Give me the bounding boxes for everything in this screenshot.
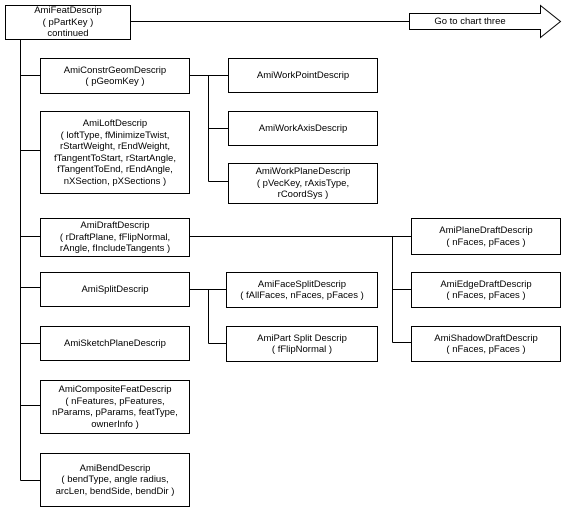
node-edgedraft: AmiEdgeDraftDescrip ( nFaces, pFaces ) xyxy=(411,272,561,308)
node-title: AmiWorkPlaneDescrip xyxy=(255,166,351,178)
node-param: fTangentToEnd, rEndAngle, xyxy=(57,164,173,175)
node-bend: AmiBendDescrip ( bendType, angle radius,… xyxy=(40,453,190,507)
node-constrgeom: AmiConstrGeomDescrip ( pGeomKey ) xyxy=(40,58,190,94)
node-title: AmiDraftDescrip xyxy=(80,220,150,232)
node-param: rCoordSys ) xyxy=(277,189,329,201)
node-split: AmiSplitDescrip xyxy=(40,272,190,307)
node-shadowdraft: AmiShadowDraftDescrip ( nFaces, pFaces ) xyxy=(411,326,561,362)
node-param: ( rDraftPlane, fFlipNormal, xyxy=(59,231,171,243)
node-param: arcLen, bendSide, bendDir ) xyxy=(55,485,175,497)
node-composite: AmiCompositeFeatDescrip ( nFeatures, pFe… xyxy=(40,380,190,434)
node-title: AmiSketchPlaneDescrip xyxy=(64,337,166,349)
node-param: rStartWeight, rEndWeight, xyxy=(59,141,170,152)
node-param: rAngle, fIncludeTangents ) xyxy=(59,243,171,255)
node-param: ( bendType, angle radius, xyxy=(61,474,169,486)
node-param: continued xyxy=(47,28,89,40)
node-facesplit: AmiFaceSplitDescrip ( fAllFaces, nFaces,… xyxy=(226,272,378,308)
node-param: ownerInfo ) xyxy=(91,418,139,430)
node-title: AmiWorkPointDescrip xyxy=(256,69,350,81)
node-title: AmiFaceSplitDescrip xyxy=(257,278,347,290)
node-param: fTangentToStart, rStartAngle, xyxy=(54,152,176,164)
node-title: AmiEdgeDraftDescrip xyxy=(440,278,532,290)
node-partsplit: AmiPart Split Descrip ( fFlipNormal ) xyxy=(226,326,378,362)
node-title: AmiPart Split Descrip xyxy=(257,332,347,344)
node-title: AmiConstrGeomDescrip xyxy=(63,64,167,76)
node-title: AmiWorkAxisDescrip xyxy=(258,122,348,134)
goto-arrow-shape xyxy=(409,4,562,39)
node-sketchplane: AmiSketchPlaneDescrip xyxy=(40,326,190,361)
node-param: ( nFeatures, pFeatures, xyxy=(65,395,165,407)
node-param: ( fAllFaces, nFaces, pFaces ) xyxy=(240,290,364,301)
node-param: ( pVecKey, rAxisType, xyxy=(256,177,350,189)
node-planedraft: AmiPlaneDraftDescrip ( nFaces, pFaces ) xyxy=(411,218,561,255)
node-param: ( nFaces, pFaces ) xyxy=(446,236,526,248)
node-title: AmiBendDescrip xyxy=(79,462,151,474)
node-title: AmiFeatDescrip xyxy=(34,5,102,17)
node-loft: AmiLoftDescrip ( loftType, fMinimizeTwis… xyxy=(40,111,190,194)
node-param: ( pPartKey ) xyxy=(42,16,94,28)
node-param: ( fFlipNormal ) xyxy=(271,344,333,355)
node-param: nXSection, pXSections ) xyxy=(63,175,167,187)
node-draft: AmiDraftDescrip ( rDraftPlane, fFlipNorm… xyxy=(40,218,190,257)
node-param: ( nFaces, pFaces ) xyxy=(446,290,526,301)
node-param: nParams, pParams, featType, xyxy=(52,407,178,418)
node-workpoint: AmiWorkPointDescrip xyxy=(228,58,378,93)
node-param: ( nFaces, pFaces ) xyxy=(446,344,526,355)
node-param: ( loftType, fMinimizeTwist, xyxy=(60,129,170,141)
node-title: AmiSplitDescrip xyxy=(81,283,149,295)
node-title: AmiLoftDescrip xyxy=(82,118,148,129)
node-title: AmiPlaneDraftDescrip xyxy=(439,225,533,236)
goto-chart-three-link[interactable]: Go to chart three xyxy=(434,16,506,27)
node-title: AmiShadowDraftDescrip xyxy=(434,332,538,344)
node-workplane: AmiWorkPlaneDescrip ( pVecKey, rAxisType… xyxy=(228,163,378,204)
node-workaxis: AmiWorkAxisDescrip xyxy=(228,111,378,146)
node-title: AmiCompositeFeatDescrip xyxy=(58,384,172,395)
node-param: ( pGeomKey ) xyxy=(85,76,145,87)
node-root: AmiFeatDescrip ( pPartKey ) continued xyxy=(5,5,131,40)
